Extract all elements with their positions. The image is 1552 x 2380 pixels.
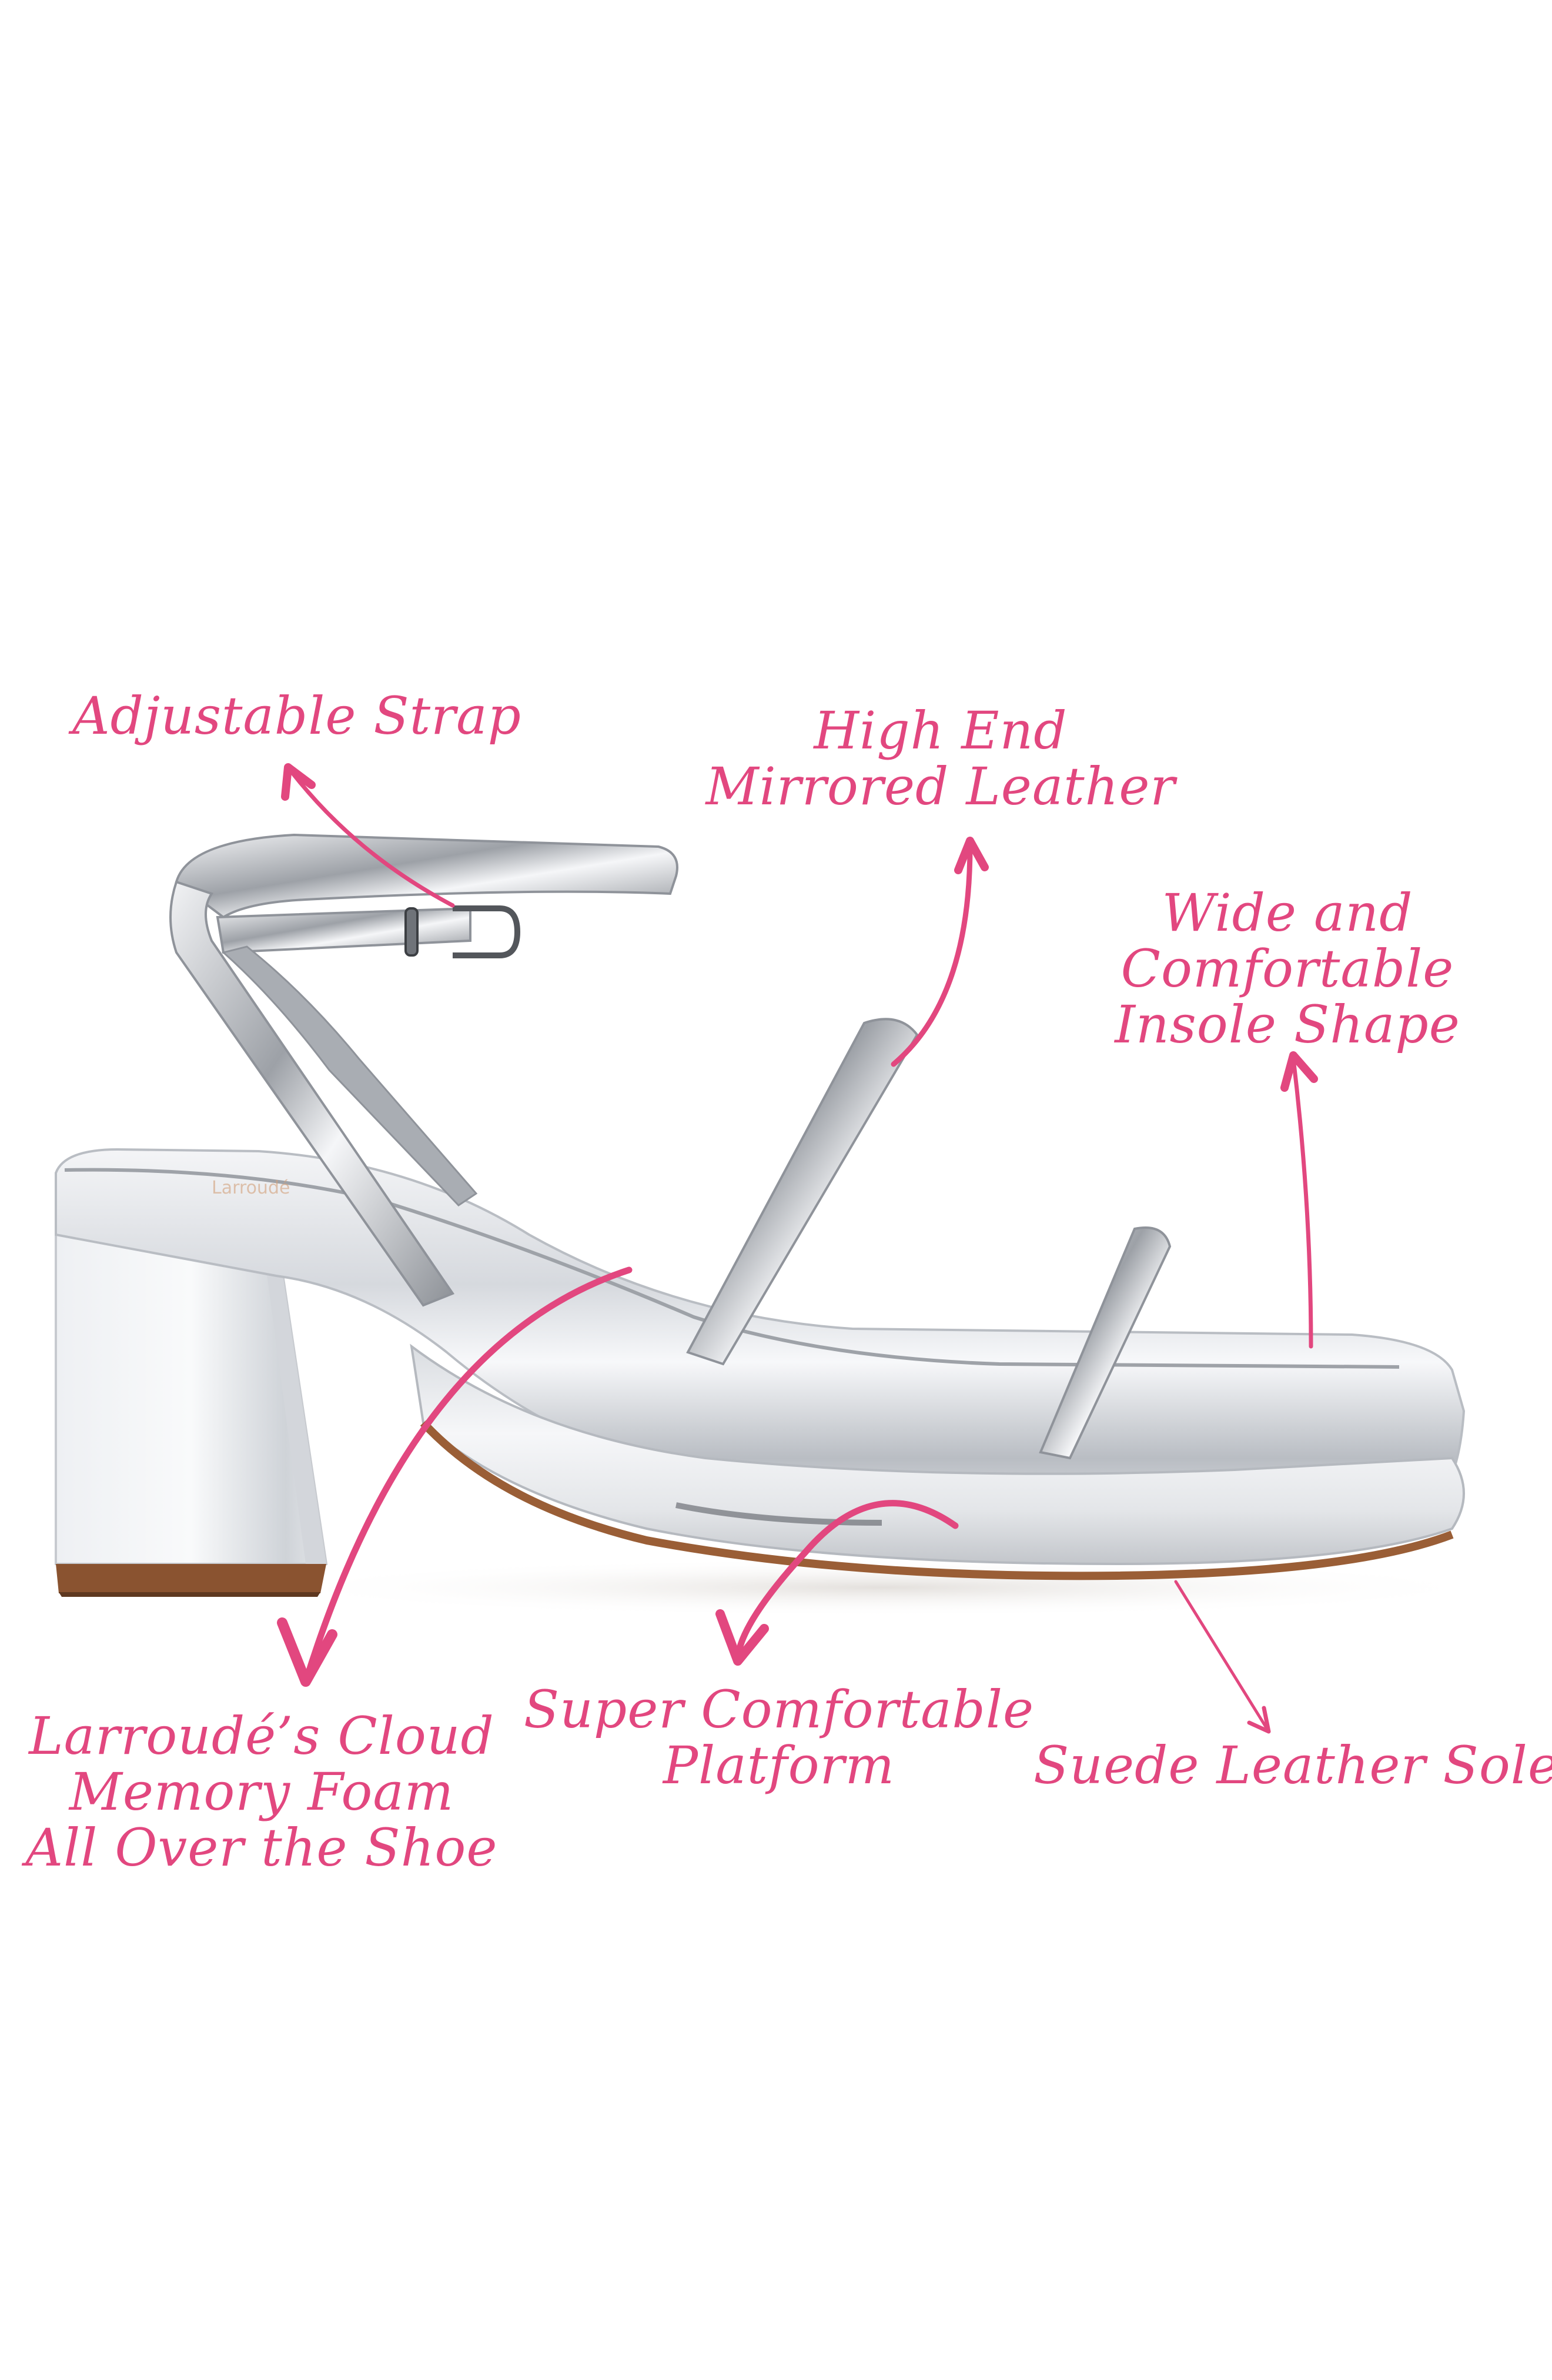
cross-strap-back-icon [221, 945, 478, 1206]
arrow-mirrored-leather-icon [891, 844, 973, 1067]
platform-icon [410, 1343, 1465, 1580]
label-memory-foam: Larroudé’s Cloud Memory Foam All Over th… [25, 1706, 498, 1878]
arrow-insole-shape-icon [1291, 1056, 1313, 1349]
arrow-sole-icon [1174, 1580, 1269, 1730]
buckle-icon [453, 905, 521, 958]
label-mirrored-leather: High End Mirrored Leather [705, 700, 1176, 817]
label-sole: Suede Leather Sole [1033, 1735, 1552, 1796]
vamp-strap-1-icon [686, 1018, 919, 1366]
vamp-strap-2-icon [1039, 1226, 1172, 1460]
label-platform: Super Comfortable Platform [523, 1679, 1035, 1796]
arrow-platform-icon [734, 1500, 959, 1662]
annotation-arrows [277, 763, 1318, 1734]
label-adjustable-strap: Adjustable Strap [72, 686, 521, 746]
arrow-adjustable-strap-icon [286, 765, 455, 908]
ankle-strap-icon [175, 833, 678, 958]
cross-strap-front-icon [169, 880, 455, 1307]
buckle-keeper-icon [404, 907, 419, 957]
brand-stamp-icon: Larroudé [212, 1178, 290, 1198]
arrow-memory-foam-icon [302, 1266, 633, 1685]
label-insole-shape: Wide and Comfortable Insole Shape [1115, 883, 1460, 1055]
block-heel-icon [55, 1231, 328, 1597]
